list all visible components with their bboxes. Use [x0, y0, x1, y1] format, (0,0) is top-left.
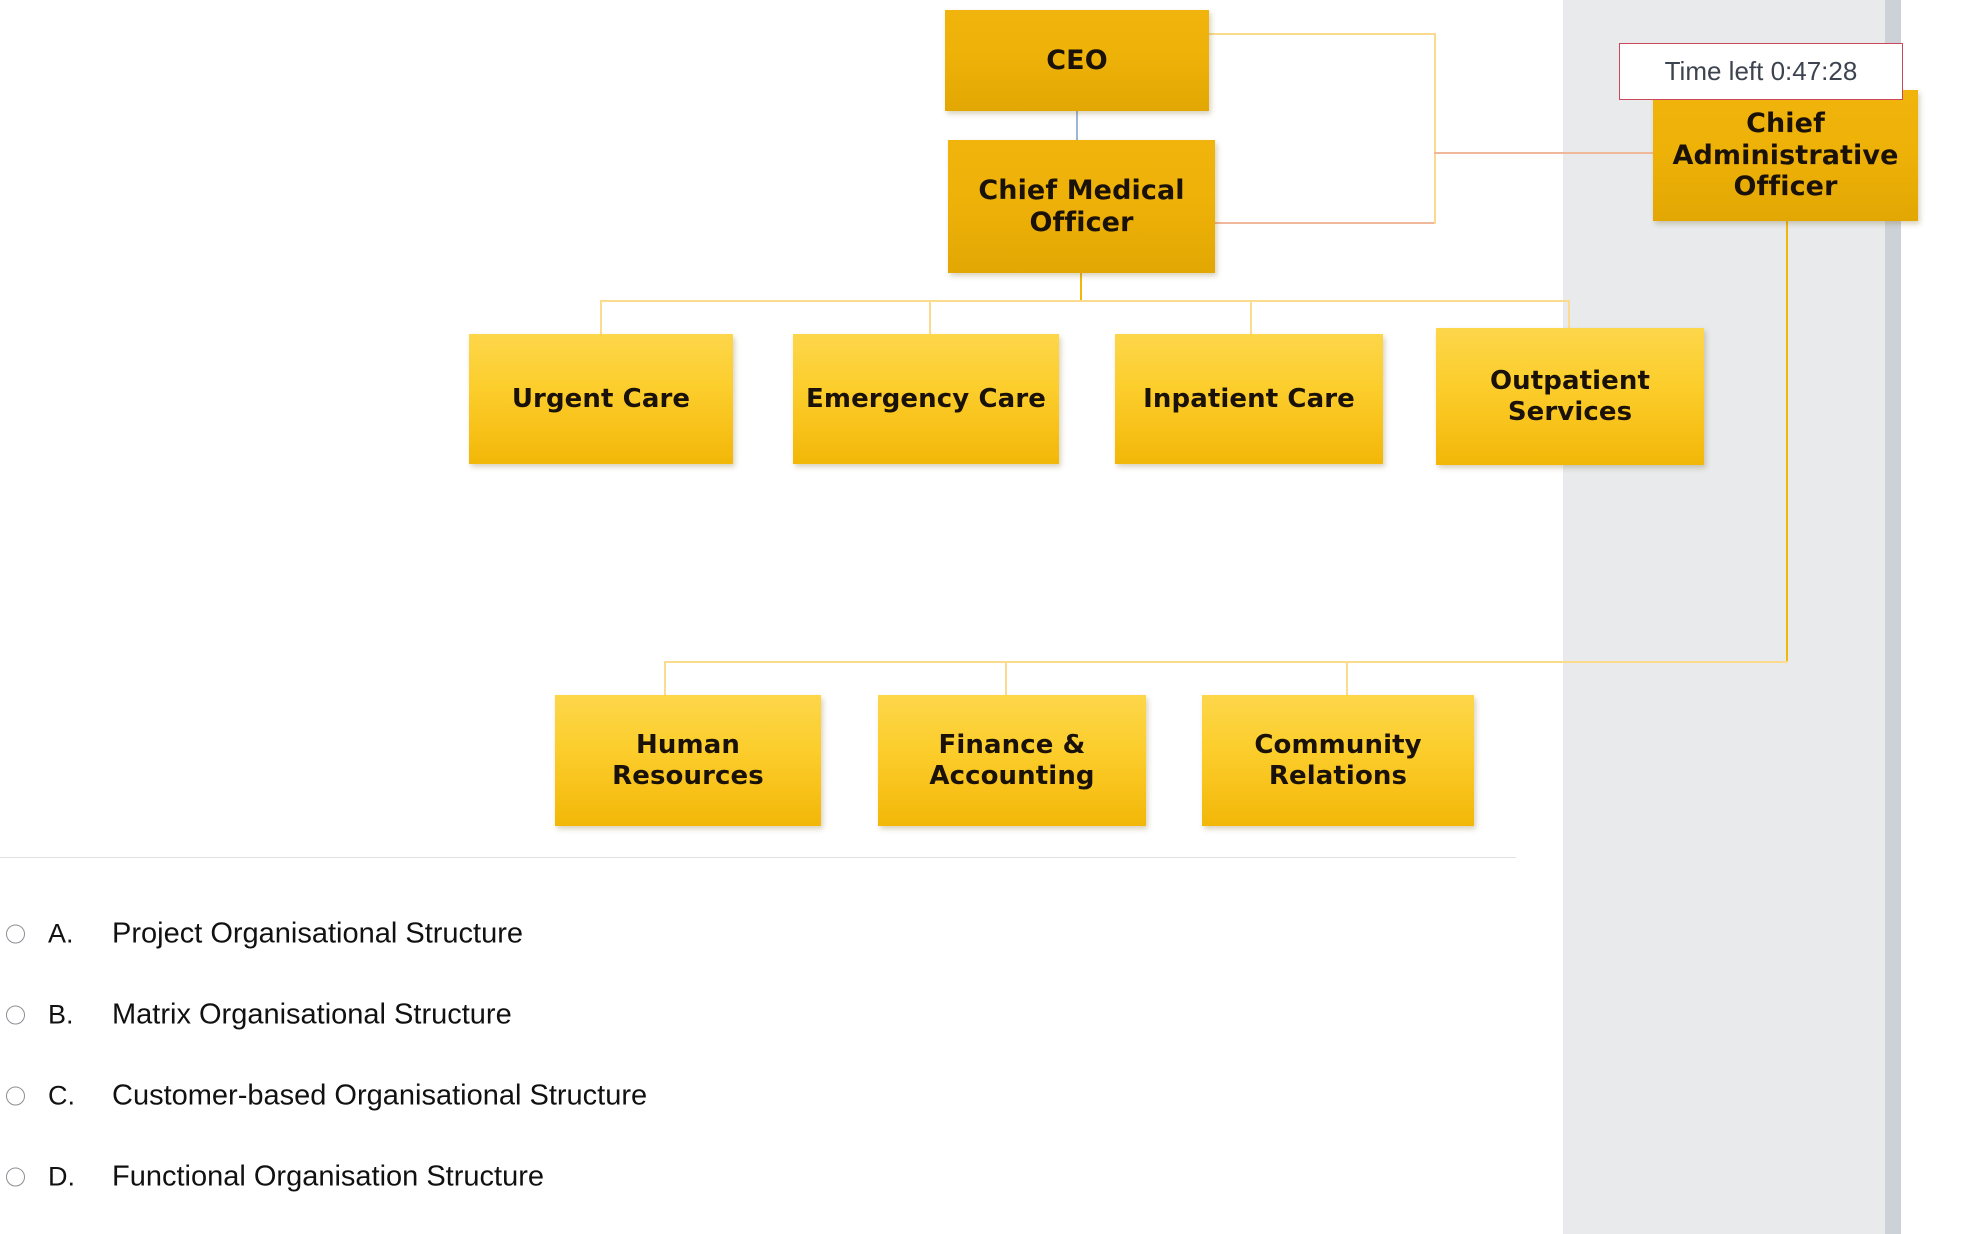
org-node-chief-medical-officer: Chief Medical Officer [948, 140, 1215, 273]
org-node-finance-label-line1: Finance & [938, 729, 1086, 760]
connector-clinical-bus [600, 300, 1570, 302]
connector-cmo-down [1080, 272, 1082, 302]
org-node-hr-label-line1: Human [636, 729, 740, 760]
connector-drop-community [1346, 661, 1348, 697]
org-node-finance-label-line2: Accounting [929, 760, 1095, 791]
org-node-inpatient-care-label: Inpatient Care [1143, 383, 1355, 414]
connector-drop-urgent [600, 300, 602, 336]
panel-scrollbar[interactable] [1885, 0, 1901, 1234]
answer-option-c-text: Customer-based Organisational Structure [112, 1079, 648, 1111]
org-node-hr-label-line2: Resources [612, 760, 764, 791]
answer-option-c[interactable]: C. Customer-based Organisational Structu… [0, 1055, 1560, 1136]
answer-option-d-text: Functional Organisation Structure [112, 1160, 544, 1192]
org-node-cao-label-line1: Chief [1746, 107, 1825, 139]
time-left-indicator: Time left 0:47:28 [1619, 43, 1903, 100]
org-chart-image: CEO Chief Medical Officer Chief Administ… [469, 10, 1918, 826]
org-node-ceo-label: CEO [1046, 44, 1108, 76]
answer-options-list: A. Project Organisational Structure B. M… [0, 893, 1560, 1217]
answer-option-c-letter: C. [48, 1080, 75, 1110]
connector-drop-outpatient [1568, 300, 1570, 336]
org-node-urgent-care-label: Urgent Care [511, 383, 691, 414]
answer-option-a[interactable]: A. Project Organisational Structure [0, 893, 1560, 974]
org-node-emergency-care-label: Emergency Care [806, 383, 1046, 414]
connector-cmo-up [1434, 152, 1436, 224]
time-left-label: Time left 0:47:28 [1664, 56, 1858, 86]
radio-button-a[interactable] [6, 924, 25, 943]
org-node-ceo: CEO [945, 10, 1209, 111]
connector-drop-hr [664, 661, 666, 697]
org-node-cao-label-line3: Officer [1733, 171, 1838, 203]
org-node-outpatient-services: Outpatient Services [1436, 328, 1704, 465]
connector-drop-emergency [929, 300, 931, 336]
answer-option-a-text: Project Organisational Structure [112, 917, 524, 949]
answer-option-b-letter: B. [48, 999, 74, 1029]
org-node-cmo-label-line1: Chief Medical [978, 174, 1185, 206]
answer-option-a-letter: A. [48, 918, 74, 948]
content-divider [0, 857, 1516, 858]
radio-button-d[interactable] [6, 1167, 25, 1186]
org-node-human-resources: Human Resources [555, 695, 821, 826]
answer-option-b[interactable]: B. Matrix Organisational Structure [0, 974, 1560, 1055]
connector-admin-bus [664, 661, 1788, 663]
org-node-cao-label-line2: Administrative [1672, 139, 1899, 171]
connector-drop-inpatient [1250, 300, 1252, 336]
org-node-chief-administrative-officer: Chief Administrative Officer [1653, 90, 1918, 221]
answer-option-b-text: Matrix Organisational Structure [112, 998, 512, 1030]
radio-button-b[interactable] [6, 1005, 25, 1024]
org-node-inpatient-care: Inpatient Care [1115, 334, 1383, 464]
connector-to-cao [1434, 152, 1654, 154]
answer-option-d[interactable]: D. Functional Organisation Structure [0, 1136, 1560, 1217]
org-node-cmo-label-line2: Officer [1029, 206, 1134, 238]
connector-drop-finance [1005, 661, 1007, 697]
org-node-community-relations: Community Relations [1202, 695, 1474, 826]
connector-ceo-to-cmo [1076, 110, 1078, 142]
connector-cmo-right [1215, 222, 1436, 224]
org-node-outpatient-label-line1: Outpatient [1489, 365, 1651, 396]
org-node-emergency-care: Emergency Care [793, 334, 1059, 464]
org-node-outpatient-label-line2: Services [1507, 396, 1633, 427]
connector-cao-down [1786, 220, 1788, 662]
org-node-community-label-line2: Relations [1268, 760, 1408, 791]
org-node-urgent-care: Urgent Care [469, 334, 733, 464]
connector-ceo-right [1208, 33, 1436, 35]
answer-option-d-letter: D. [48, 1161, 75, 1191]
radio-button-c[interactable] [6, 1086, 25, 1105]
connector-ceo-down [1434, 33, 1436, 153]
org-node-community-label-line1: Community [1254, 729, 1422, 760]
org-node-finance-accounting: Finance & Accounting [878, 695, 1146, 826]
